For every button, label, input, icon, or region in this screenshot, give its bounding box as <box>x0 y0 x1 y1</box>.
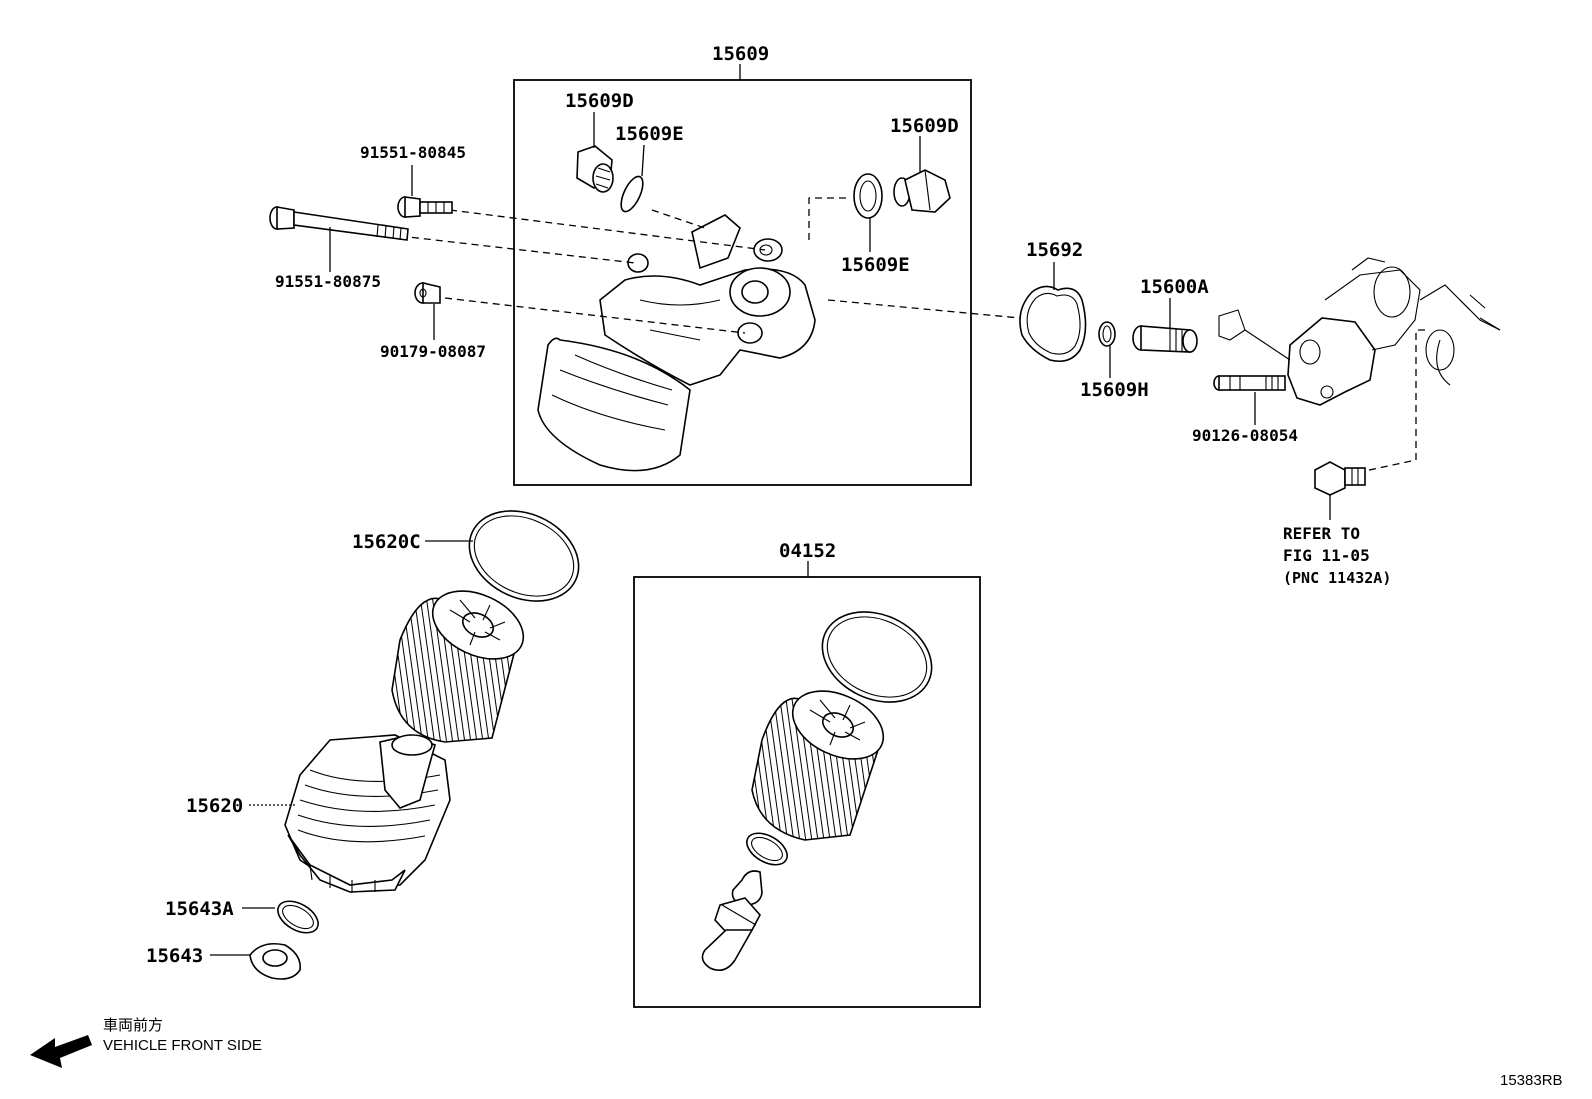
callout-15643A: 15643A <box>165 898 234 920</box>
callout-15692: 15692 <box>1026 239 1083 261</box>
kit-box-04152 <box>633 576 981 1008</box>
callout-90179-08087: 90179-08087 <box>380 342 486 361</box>
gasket-15609E-top <box>620 175 644 213</box>
callout-15609D-left: 15609D <box>565 90 634 112</box>
callout-15609E-bottom: 15609E <box>841 254 910 276</box>
figure-code: 15383RB <box>1500 1072 1563 1089</box>
plug-15609D-right <box>893 169 951 213</box>
oil-filter-bracket <box>537 214 816 472</box>
o-ring-15643A <box>277 900 319 934</box>
o-ring-kit <box>821 611 933 703</box>
oil-filter-cap-15620 <box>284 734 451 893</box>
refer-note-line3: (PNC 11432A) <box>1283 569 1391 587</box>
arrow-left-icon <box>30 1035 92 1068</box>
gasket-15609E-right <box>853 173 883 219</box>
assembly-box-15609 <box>513 79 972 486</box>
o-ring-15609H <box>1098 321 1116 347</box>
drain-plug-15643 <box>249 942 302 980</box>
collar-90179-08087 <box>414 281 441 304</box>
drain-pipe-kit <box>701 870 763 971</box>
callout-15609D-right: 15609D <box>890 115 959 137</box>
callout-15609E-top: 15609E <box>615 123 684 145</box>
engine-block-section <box>1218 257 1501 406</box>
callout-91551-80845: 91551-80845 <box>360 143 466 162</box>
union-pipe-15600A <box>1132 325 1198 353</box>
refer-note-line2: FIG 11-05 <box>1283 546 1370 565</box>
o-ring-15620C <box>468 510 580 602</box>
stud-90126-08054 <box>1213 375 1286 391</box>
callout-15643: 15643 <box>146 945 203 967</box>
gasket-15692 <box>1019 285 1087 363</box>
callout-04152: 04152 <box>779 540 836 562</box>
callout-15620: 15620 <box>186 795 243 817</box>
oil-filter-element-kit <box>751 690 885 841</box>
bolt-refer-fig-11-05 <box>1314 461 1366 496</box>
bolt-91551-80875 <box>269 206 409 241</box>
callout-91551-80875: 91551-80875 <box>275 272 381 291</box>
callout-15620C: 15620C <box>352 531 421 553</box>
direction-en: VEHICLE FRONT SIDE <box>103 1037 262 1054</box>
direction-jp: 車両前方 <box>103 1017 163 1034</box>
oil-filter-element-left <box>391 590 525 743</box>
bolt-91551-80845 <box>397 196 453 218</box>
callout-90126-08054: 90126-08054 <box>1192 426 1298 445</box>
callout-15609: 15609 <box>712 43 769 65</box>
refer-note-line1: REFER TO <box>1283 524 1360 543</box>
o-ring-kit-small <box>746 832 788 866</box>
callout-15600A: 15600A <box>1140 276 1209 298</box>
plug-15609D-left <box>576 145 614 193</box>
callout-15609H: 15609H <box>1080 379 1149 401</box>
